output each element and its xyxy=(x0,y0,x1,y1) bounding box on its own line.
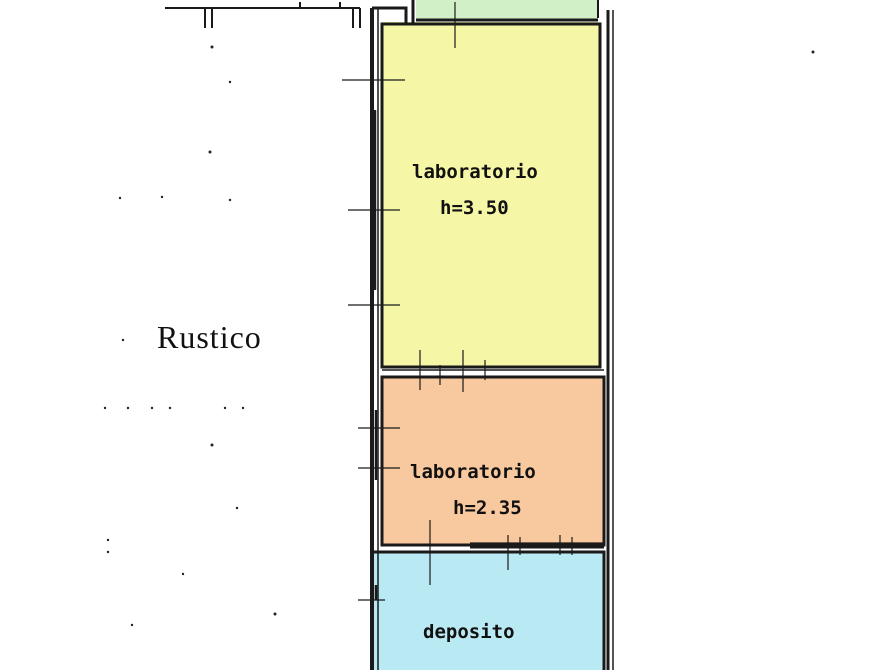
rustico-label: Rustico xyxy=(157,319,262,355)
laboratorio-1-fill xyxy=(382,22,600,367)
laboratorio-2-name: laboratorio xyxy=(410,461,536,483)
deposito-fill xyxy=(374,552,604,670)
dimension-ticks xyxy=(342,2,573,601)
scan-dots xyxy=(103,45,815,627)
laboratorio-1-height: h=3.50 xyxy=(440,197,509,219)
deposito-name: deposito xyxy=(423,621,515,643)
room-top-fill xyxy=(416,0,598,20)
laboratorio-2-height: h=2.35 xyxy=(453,497,522,519)
walls xyxy=(165,0,614,670)
laboratorio-1-name: laboratorio xyxy=(412,161,538,183)
laboratorio-2-fill xyxy=(382,377,603,545)
